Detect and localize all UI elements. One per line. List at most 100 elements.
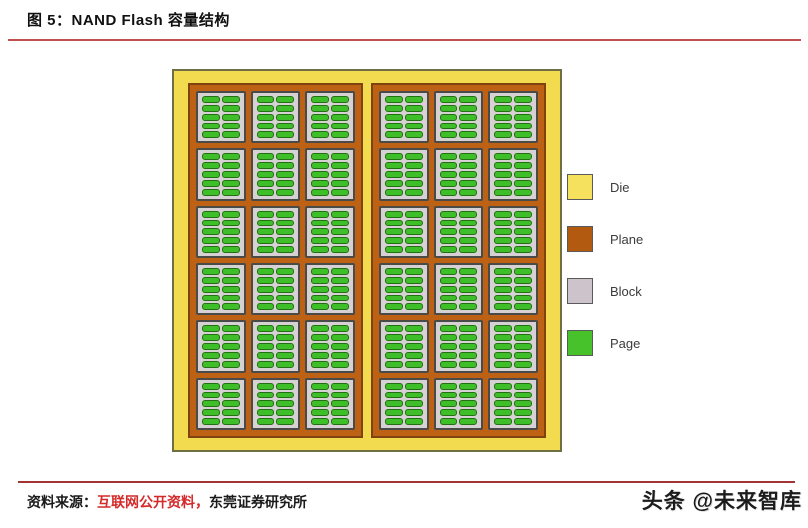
page [404, 418, 423, 425]
page [256, 334, 275, 342]
page [276, 391, 295, 399]
page [385, 188, 403, 196]
page [256, 246, 275, 253]
block [379, 148, 429, 201]
page [459, 276, 478, 284]
page [331, 228, 349, 236]
page [311, 188, 330, 196]
page [514, 96, 532, 103]
page [221, 325, 240, 333]
page [494, 409, 513, 417]
block [488, 320, 538, 373]
page [439, 400, 458, 408]
page [514, 171, 532, 178]
page [276, 382, 295, 390]
page [439, 153, 458, 161]
page [459, 113, 478, 121]
page [514, 267, 532, 275]
page [331, 285, 349, 293]
page [494, 303, 513, 311]
page [256, 237, 275, 245]
page [276, 351, 295, 359]
page [494, 162, 513, 170]
page [331, 162, 349, 170]
block [196, 91, 246, 144]
block [196, 205, 246, 258]
page [404, 334, 423, 342]
page [221, 409, 240, 417]
page [331, 113, 349, 121]
page [385, 325, 403, 333]
page [202, 228, 220, 236]
block [433, 262, 484, 316]
page [276, 96, 295, 103]
page [221, 391, 240, 399]
page [439, 360, 458, 368]
page [459, 391, 478, 399]
page [311, 237, 330, 245]
die-rect [172, 69, 562, 452]
page [202, 294, 220, 302]
page [439, 382, 458, 390]
page [221, 343, 240, 350]
page [439, 131, 458, 139]
page [385, 104, 403, 112]
page [494, 131, 513, 139]
legend-swatch [567, 278, 593, 304]
page [439, 276, 458, 284]
page [202, 96, 220, 103]
page [404, 285, 423, 293]
page [439, 113, 458, 121]
page [459, 96, 478, 103]
block [305, 148, 355, 201]
page [514, 179, 532, 187]
page [514, 113, 532, 121]
page [494, 267, 513, 275]
block [488, 205, 538, 258]
page [202, 104, 220, 112]
page [221, 96, 240, 103]
page [276, 162, 295, 170]
page [385, 237, 403, 245]
page [202, 285, 220, 293]
page [459, 153, 478, 161]
watermark: 头条 @未来智库 [641, 490, 802, 513]
page [404, 228, 423, 236]
block [305, 320, 355, 373]
page [221, 334, 240, 342]
page [331, 267, 349, 275]
page [494, 382, 513, 390]
block [305, 262, 355, 316]
block [488, 377, 538, 430]
page [276, 153, 295, 161]
page [385, 246, 403, 253]
page [494, 276, 513, 284]
block [433, 320, 484, 373]
page [202, 131, 220, 139]
page [331, 179, 349, 187]
page [256, 188, 275, 196]
page [404, 122, 423, 130]
page [311, 360, 330, 368]
page [514, 246, 532, 253]
page [276, 343, 295, 350]
page [439, 409, 458, 417]
page [221, 153, 240, 161]
block [379, 262, 429, 316]
page [202, 122, 220, 130]
page [439, 294, 458, 302]
page [459, 334, 478, 342]
page [494, 104, 513, 112]
legend-label: Plane [610, 231, 644, 247]
block [433, 205, 484, 258]
page [202, 276, 220, 284]
page [385, 113, 403, 121]
page [221, 162, 240, 170]
page [514, 104, 532, 112]
page [514, 188, 532, 196]
page [221, 246, 240, 253]
page [311, 162, 330, 170]
page [276, 360, 295, 368]
